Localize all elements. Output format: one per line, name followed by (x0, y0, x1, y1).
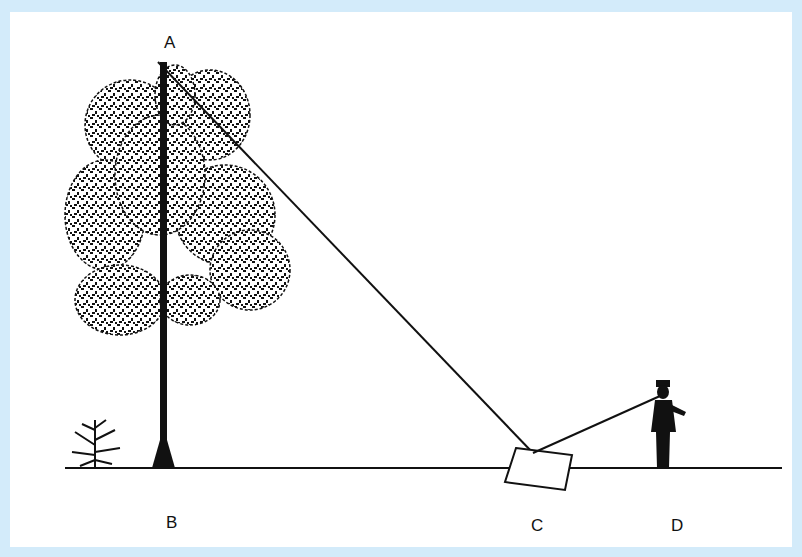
person-figure (651, 380, 686, 468)
mirror (505, 448, 572, 490)
white-panel (10, 12, 792, 547)
point-label: A (164, 34, 175, 51)
point-label: D (671, 517, 683, 534)
tree-foliage (65, 65, 290, 335)
tree-trunk (160, 62, 167, 468)
ground-line (65, 467, 782, 469)
point-label: B (166, 514, 177, 531)
small-plant (72, 420, 120, 468)
sight-line-tree-to-mirror (158, 62, 533, 453)
point-label: C (531, 517, 543, 534)
sight-line-mirror-to-eye (533, 396, 660, 453)
tree-base (152, 440, 175, 468)
